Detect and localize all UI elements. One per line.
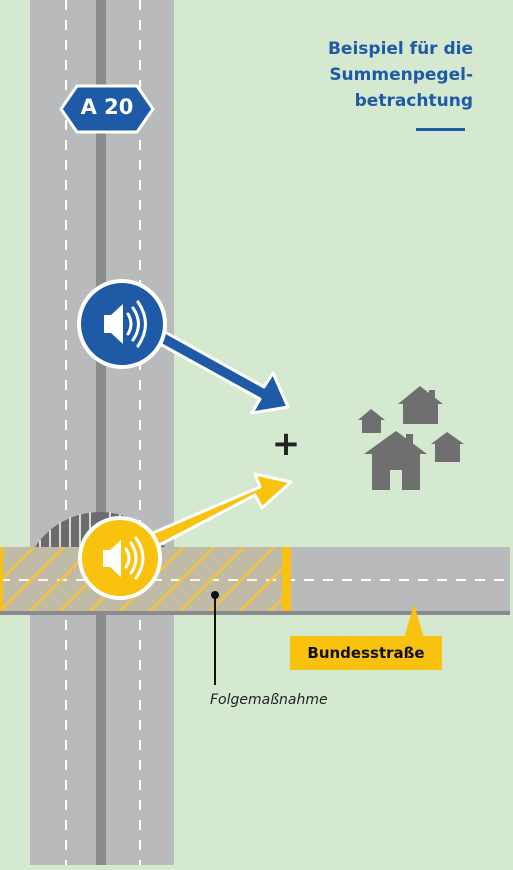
motorway-shield-label: A 20 [80,95,134,119]
diagram-title: Beispiel für die Summenpegel- betrachtun… [213,36,473,114]
speaker-icon-federal-road [78,516,162,600]
title-underline [416,128,465,131]
federal-road-label: Bundesstraße [290,636,442,670]
federal-road-noise-arrow [139,472,293,554]
title-line-2: Summenpegel- [329,65,473,85]
motorway-road [30,0,174,865]
measure-pointer-dot [211,591,219,599]
road-label-pointer [404,604,424,638]
speaker-icon-motorway [77,279,167,369]
title-line-3: betrachtung [354,91,473,111]
sum-plus-sign: + [272,424,301,464]
follow-up-measure-label: Folgemaßnahme [210,692,328,708]
houses-icon [358,386,464,490]
follow-up-measure-area [0,547,291,611]
title-line-1: Beispiel für die [327,39,473,59]
motorway-shield [59,84,155,134]
